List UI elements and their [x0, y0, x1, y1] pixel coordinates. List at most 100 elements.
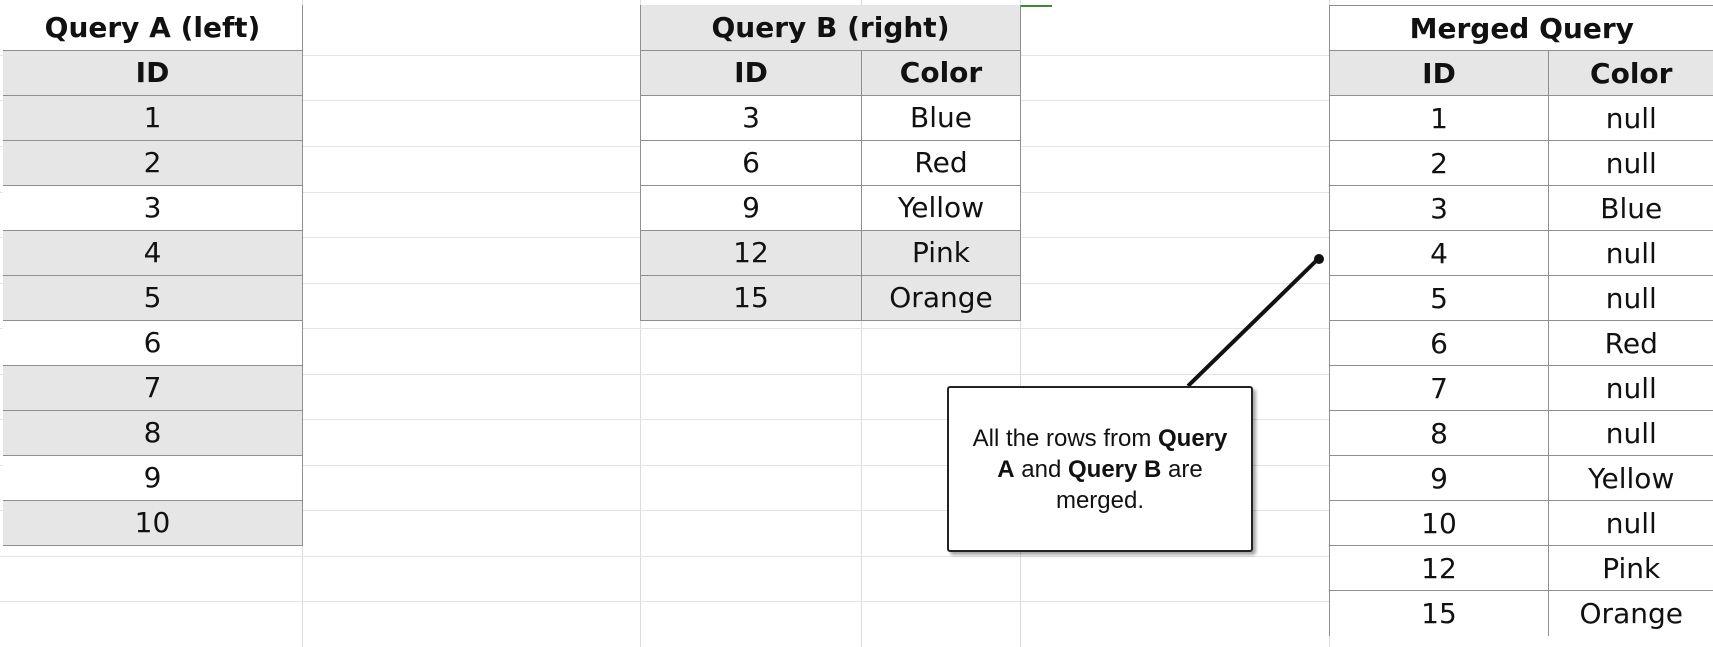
cell-color[interactable]: Orange [861, 275, 1021, 321]
gridline [0, 556, 1713, 557]
cell-color[interactable]: null [1548, 500, 1713, 546]
callout-box: All the rows from Query A and Query B ar… [947, 386, 1253, 552]
gridline [1020, 0, 1021, 647]
gridline [0, 419, 1713, 420]
callout-text: All the rows from Query A and Query B ar… [963, 423, 1237, 516]
gridline [0, 465, 1713, 466]
gridline [0, 510, 1713, 511]
table-row: 15 Orange [640, 275, 1021, 321]
active-cell-marker [1012, 5, 1052, 7]
table-row: 1 [3, 95, 303, 141]
cell-color[interactable]: Red [861, 140, 1021, 186]
cell-id[interactable]: 9 [640, 185, 862, 231]
cell-id[interactable]: 8 [3, 410, 303, 456]
cell-color[interactable]: Pink [861, 230, 1021, 276]
table-row: 7 [3, 365, 303, 411]
query-a-header-id[interactable]: ID [3, 50, 303, 96]
cell-id[interactable]: 9 [3, 455, 303, 501]
query-a-title[interactable]: Query A (left) [3, 5, 303, 51]
cell-id[interactable]: 2 [1329, 140, 1549, 186]
cell-color[interactable]: null [1548, 410, 1713, 456]
cell-id[interactable]: 10 [3, 500, 303, 546]
callout-text-2: and [1014, 455, 1068, 483]
cell-id[interactable]: 1 [3, 95, 303, 141]
connector-dot [1314, 254, 1324, 264]
cell-color[interactable]: null [1548, 275, 1713, 321]
cell-id[interactable]: 12 [640, 230, 862, 276]
table-row: 6 [3, 320, 303, 366]
cell-id[interactable]: 4 [3, 230, 303, 276]
cell-id[interactable]: 7 [3, 365, 303, 411]
cell-color[interactable]: Orange [1548, 590, 1713, 636]
query-b-title[interactable]: Query B (right) [640, 5, 1021, 51]
cell-color[interactable]: Pink [1548, 545, 1713, 591]
cell-id[interactable]: 5 [1329, 275, 1549, 321]
table-row: 4 [3, 230, 303, 276]
cell-id[interactable]: 4 [1329, 230, 1549, 276]
gridline [0, 374, 1713, 375]
cell-color[interactable]: Yellow [1548, 455, 1713, 501]
cell-id[interactable]: 6 [640, 140, 862, 186]
table-row: 3 [3, 185, 303, 231]
cell-id[interactable]: 1 [1329, 95, 1549, 141]
query-b-header-id[interactable]: ID [640, 50, 862, 96]
cell-id[interactable]: 9 [1329, 455, 1549, 501]
table-row: 9 [3, 455, 303, 501]
cell-id[interactable]: 3 [640, 95, 862, 141]
table-row: 2 [3, 140, 303, 186]
cell-color[interactable]: null [1548, 140, 1713, 186]
cell-color[interactable]: Red [1548, 320, 1713, 366]
cell-color[interactable]: Blue [861, 95, 1021, 141]
merged-query-title[interactable]: Merged Query [1329, 5, 1713, 51]
cell-color[interactable]: Blue [1548, 185, 1713, 231]
cell-id[interactable]: 12 [1329, 545, 1549, 591]
cell-id[interactable]: 3 [3, 185, 303, 231]
table-row: 6 Red [640, 140, 1021, 186]
cell-id[interactable]: 7 [1329, 365, 1549, 411]
gridline [861, 0, 862, 647]
table-row: 5 [3, 275, 303, 321]
cell-id[interactable]: 3 [1329, 185, 1549, 231]
table-row: 3 Blue [640, 95, 1021, 141]
table-row: 8 [3, 410, 303, 456]
table-row: 10 [3, 500, 303, 546]
cell-color[interactable]: Yellow [861, 185, 1021, 231]
cell-id[interactable]: 15 [1329, 590, 1549, 636]
merged-header-id[interactable]: ID [1329, 50, 1549, 96]
cell-id[interactable]: 8 [1329, 410, 1549, 456]
connector-line [1186, 257, 1320, 388]
cell-id[interactable]: 5 [3, 275, 303, 321]
query-b-table: Query B (right) ID Color 3 Blue 6 Red 9 … [640, 5, 1021, 321]
merged-header-color[interactable]: Color [1548, 50, 1713, 96]
cell-id[interactable]: 2 [3, 140, 303, 186]
cell-id[interactable]: 6 [1329, 320, 1549, 366]
callout-text-1: All the rows from [972, 424, 1158, 452]
query-b-header-color[interactable]: Color [861, 50, 1021, 96]
query-a-table: Query A (left) ID 1 2 3 4 5 6 7 8 9 10 [3, 5, 303, 546]
cell-color[interactable]: null [1548, 230, 1713, 276]
cell-id[interactable]: 6 [3, 320, 303, 366]
callout-text-3: are merged. [1055, 455, 1203, 514]
gridline [640, 0, 641, 647]
cell-color[interactable]: null [1548, 95, 1713, 141]
callout-bold-query-a: Query A [997, 424, 1228, 483]
cell-id[interactable]: 15 [640, 275, 862, 321]
cell-color[interactable]: null [1548, 365, 1713, 411]
gridline [0, 601, 1713, 602]
cell-id[interactable]: 10 [1329, 500, 1549, 546]
table-row: 12 Pink [640, 230, 1021, 276]
gridline [0, 328, 1713, 329]
